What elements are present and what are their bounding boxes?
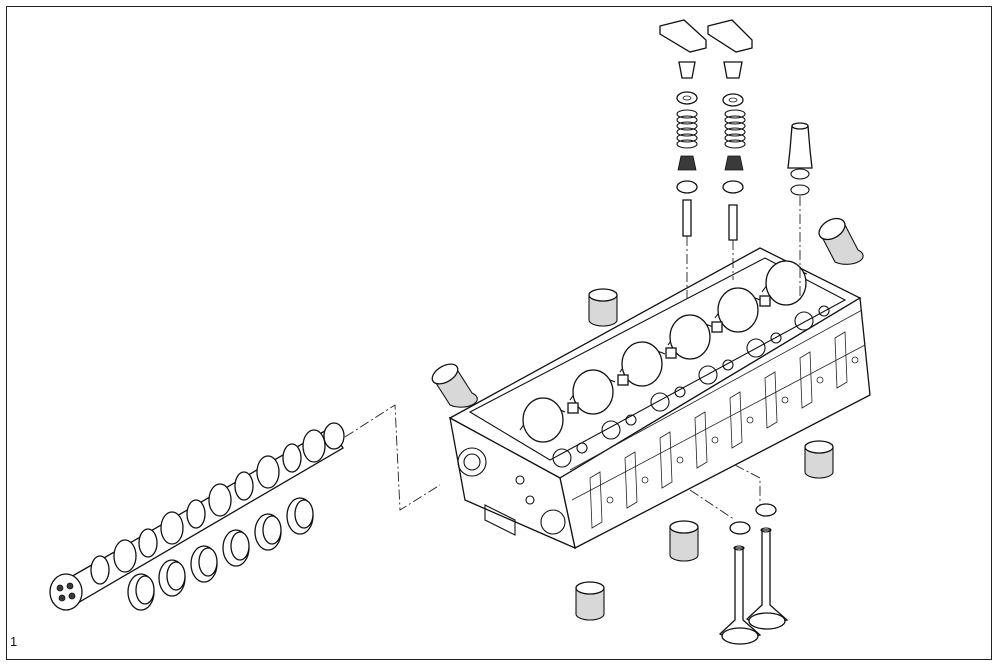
valve-spring-icon (676, 61, 746, 241)
cylinder-head-icon (448, 247, 871, 550)
bushing-icon (431, 217, 864, 621)
valve-icon (718, 503, 789, 645)
figure-number: 1 (10, 634, 18, 649)
bearing-shell-icon (127, 497, 314, 611)
camshaft-icon (49, 422, 345, 611)
rocker-cap-icon (659, 19, 753, 53)
injector-sleeve-icon (787, 122, 813, 196)
